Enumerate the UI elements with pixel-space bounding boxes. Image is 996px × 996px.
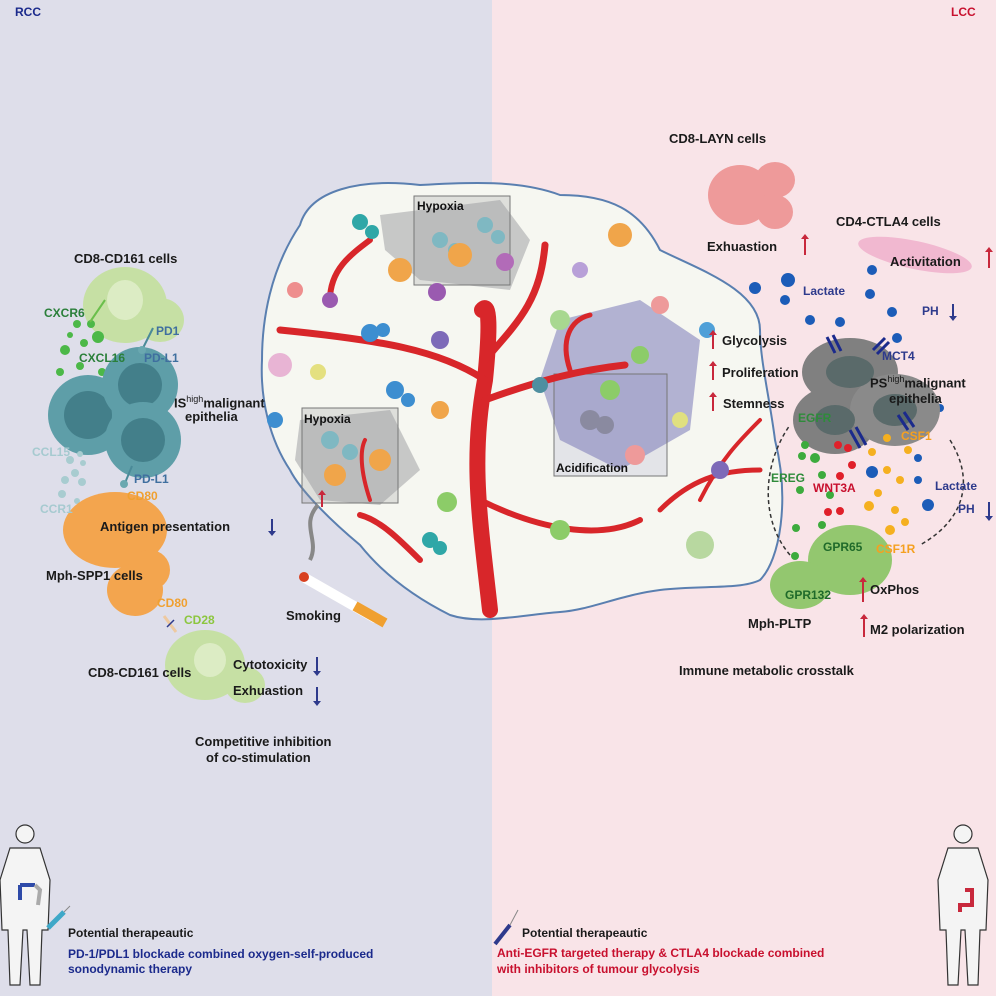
cd8-layn-cells [708,162,795,229]
pd1-label: PD1 [156,324,180,338]
mct4-label: MCT4 [882,349,915,363]
dashed-arrow-right [919,439,965,546]
immune-crosstalk-label: Immune metabolic crosstalk [679,663,854,678]
ccr1-label: CCR1 [40,502,73,516]
up-arrow-icon [709,330,717,349]
therapy-right-line1: Anti-EGFR targeted therapy & CTLA4 block… [497,946,825,960]
lactate-label-bottom: Lactate [935,479,978,493]
cd8-cd161-cell-top [83,267,184,343]
up-arrow-icon [801,234,809,255]
lcc-title: LCC [951,5,976,19]
tumor-cells [267,214,729,559]
down-arrow-icon [949,304,957,321]
pdl1-label-bottom: PD-L1 [134,472,169,486]
exhuastion-label-left: Exhuastion [233,683,304,698]
up-arrow-icon [318,490,326,507]
lactate-molecules [749,265,944,511]
cytotoxicity-label: Cytotoxicity [233,657,308,672]
is-high-epithelia-label: epithelia [185,409,238,424]
ereg-label: EREG [771,471,806,485]
competitive-inhibition-line1: Competitive inhibition [195,734,332,749]
gpr132-label: GPR132 [785,588,832,602]
wnt3a-label: WNT3A [813,481,856,495]
egfr-label: EGFR [798,411,832,425]
cd8-layn-label: CD8-LAYN cells [669,131,767,146]
down-arrow-icon [985,502,993,521]
wnt3a-dots [824,441,856,516]
acidification-zone [540,300,700,470]
ps-high-malignant-cells [793,338,940,454]
proliferation-label: Proliferation [722,365,799,380]
mph-spp1-label: Mph-SPP1 cells [46,568,143,583]
mph-pltp-cell [770,525,892,609]
down-arrow-icon [268,519,276,536]
hypoxia-label-top: Hypoxia [417,199,464,213]
ccl15-label: CCL15 [32,445,71,459]
csf1r-label: CSF1R [876,542,916,556]
hypoxia-label-left: Hypoxia [304,412,351,426]
up-arrow-icon [859,577,867,602]
ph-label-bottom: PH [958,502,975,516]
glycolysis-label: Glycolysis [722,333,788,348]
syringe-icon-left [46,905,71,930]
mct4-transporters [825,334,916,449]
activitation-label: Activitation [890,254,961,269]
up-arrow-icon [860,614,868,637]
is-high-malignant-label: IShighmalignant [174,394,265,411]
cxcr6-label: CXCR6 [44,306,85,320]
cxcl16-label: CXCL16 [79,351,126,365]
gpr65-label: GPR65 [823,540,863,554]
therapeutic-heading-left: Potential therapeautic [68,926,194,940]
cd8-cd161-label-top: CD8-CD161 cells [74,251,178,266]
colon-icon-left [18,883,35,900]
acidification-label: Acidification [556,461,629,475]
smoking-label: Smoking [286,608,341,623]
therapy-right-line2: with inhibitors of tumour glycolysis [497,962,700,976]
ps-high-malignant-label: PShighmalignant [870,374,966,391]
cd80-label-top: CD80 [127,489,158,503]
ereg-dots [791,441,834,560]
mph-spp1-cell [63,492,170,616]
down-arrow-icon [313,657,321,676]
cd8-cd161-label-bottom: CD8-CD161 cells [88,665,192,680]
up-arrow-icon [709,392,717,411]
antigen-presentation-label: Antigen presentation [100,519,231,534]
tumor-tissue [260,181,784,621]
blood-vessels [276,237,763,618]
cd8-cd161-cell-bottom [165,630,265,703]
down-arrow-icon [313,687,321,706]
ps-high-epithelia-label: epithelia [889,391,942,406]
stemness-label: Stemness [723,396,785,411]
cd4-ctla4-cells [858,236,972,274]
cxcl16-dots [56,320,106,376]
rcc-title: RCC [15,5,41,19]
csf1-label: CSF1 [901,429,932,443]
cigarette-icon [299,503,388,628]
cd4-ctla4-label: CD4-CTLA4 cells [836,214,941,229]
up-arrow-icon [985,247,993,268]
m2-polarization-label: M2 polarization [870,622,965,637]
ccl15-dots [58,451,86,504]
up-arrow-icon [709,361,717,380]
mph-pltp-label: Mph-PLTP [748,616,812,631]
colon-icon-right [958,888,974,912]
lactate-label-top: Lactate [803,284,846,298]
human-figure-left [0,824,51,986]
cd80-label-bottom: CD80 [157,596,188,610]
competitive-inhibition-line2: of co-stimulation [206,750,311,765]
csf1-dots [864,434,912,535]
syringe-icon-right [493,909,519,946]
therapy-left-line2: sonodynamic therapy [68,962,193,976]
therapy-left-line1: PD-1/PDL1 blockade combined oxygen-self-… [68,947,374,961]
human-figure-right [937,824,989,986]
therapeutic-heading-right: Potential therapeautic [522,926,648,940]
pdl1-label-top: PD-L1 [144,351,179,365]
oxphos-label: OxPhos [870,582,920,597]
ph-label-top: PH [922,304,939,318]
is-high-malignant-cells [48,347,181,478]
dashed-arrow-left [767,424,791,556]
exhuastion-label-right: Exhuastion [707,239,778,254]
cd28-label: CD28 [184,613,215,627]
